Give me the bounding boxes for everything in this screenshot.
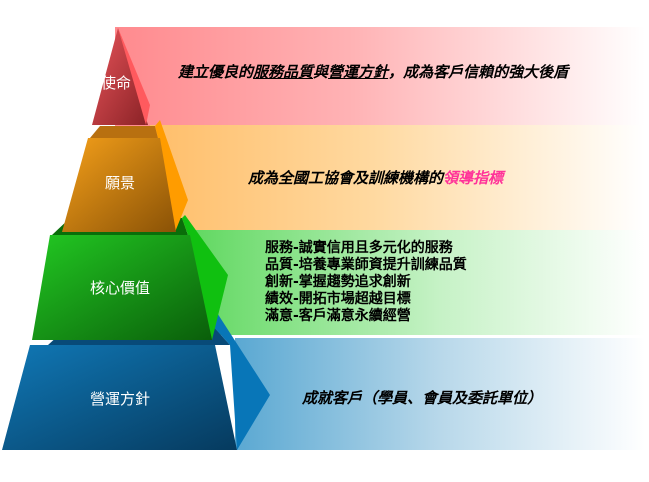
level-label-vision: 願景: [104, 174, 135, 192]
mission-statement: 建立優良的服務品質與營運方針，成為客戶信賴的強大後盾: [178, 61, 568, 82]
mission-text-part: 與: [313, 63, 329, 81]
operations-statement: 成就客戶（學員、會員及委託單位）: [302, 389, 543, 407]
level-label-core-values: 核心價值: [89, 279, 150, 297]
level-label-mission: 使命: [100, 74, 131, 92]
mission-text-operations-policy: 營運方針: [328, 63, 389, 81]
mission-text-part: ，成為客戶信賴的強大後盾: [388, 63, 569, 81]
level-label-operations: 營運方針: [89, 390, 150, 408]
operations-band: [235, 338, 645, 450]
vision-band: [150, 125, 645, 230]
core-values-list: 服務-誠實信用且多元化的服務 品質-培養專業師資提升訓練品質 創新-掌握趨勢追求…: [265, 240, 467, 325]
core-value-item: 創新-掌握趨勢追求創新: [265, 274, 411, 290]
core-value-item: 績效-開拓市場超越目標: [265, 291, 411, 307]
vision-text-part: 成為全國工協會及訓練機構的: [248, 169, 444, 187]
mission-band: [115, 27, 645, 127]
vision-text-highlight: 領導指標: [443, 169, 504, 187]
core-values-band: [190, 230, 645, 335]
core-value-item: 滿意-客戶滿意永續經營: [265, 308, 411, 324]
mission-text-service-quality: 服務品質: [253, 63, 314, 81]
vision-statement: 成為全國工協會及訓練機構的領導指標: [248, 167, 503, 188]
core-value-item: 品質-培養專業師資提升訓練品質: [265, 257, 467, 273]
mission-text-part: 建立優良的: [178, 63, 254, 81]
core-value-item: 服務-誠實信用且多元化的服務: [265, 240, 453, 256]
